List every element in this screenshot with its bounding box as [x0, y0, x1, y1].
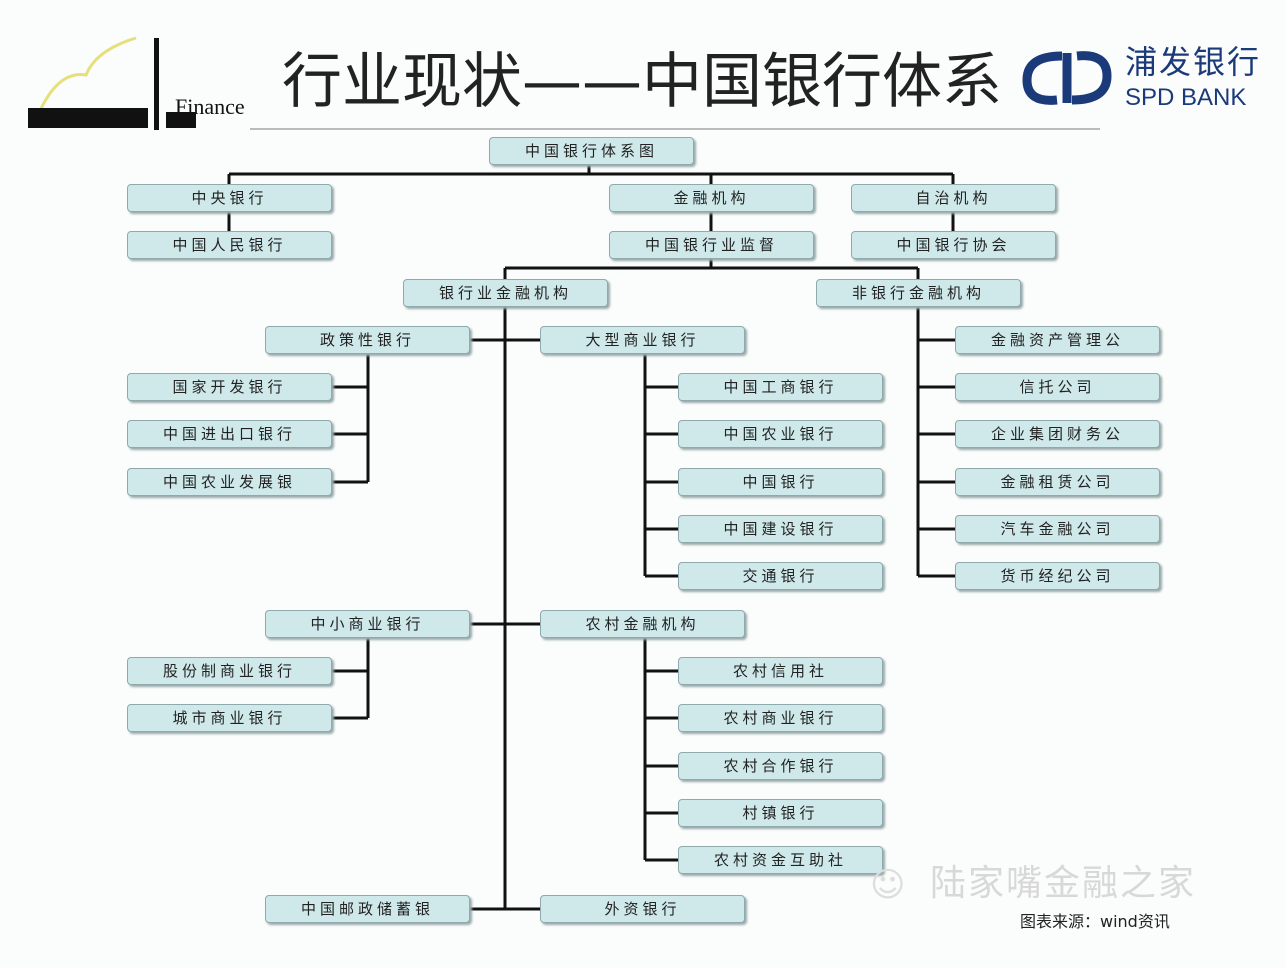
header-divider [250, 128, 1100, 130]
node-banking-fi: 银行业金融机构 [403, 279, 608, 307]
node-policy-bank: 国家开发银行 [127, 373, 332, 401]
node-policy-banks: 政策性银行 [265, 326, 470, 354]
node-nonbank: 汽车金融公司 [955, 515, 1160, 543]
node-nonbank: 金融资产管理公 [955, 326, 1160, 354]
node-policy-bank: 中国农业发展银 [127, 468, 332, 496]
node-nonbank: 金融租赁公司 [955, 468, 1160, 496]
node-nonbank: 企业集团财务公 [955, 420, 1160, 448]
node-pboc: 中国人民银行 [127, 231, 332, 259]
watermark: 陆家嘴金融之家 [930, 863, 1197, 904]
node-rural-fi: 农村金融机构 [540, 610, 745, 638]
page-title: 行业现状——中国银行体系 [282, 47, 1002, 117]
node-large-bank: 交通银行 [678, 562, 883, 590]
node-financial-institutions: 金融机构 [609, 184, 814, 212]
node-postal: 中国邮政储蓄银 [265, 895, 470, 923]
logo-text: Finance [175, 94, 245, 119]
node-cba: 中国银行协会 [851, 231, 1056, 259]
node-sme-bank: 股份制商业银行 [127, 657, 332, 685]
node-cbrc: 中国银行业监督 [609, 231, 814, 259]
node-rural: 村镇银行 [678, 799, 883, 827]
node-foreign: 外资银行 [540, 895, 745, 923]
bank-name-cn: 浦发银行 [1125, 43, 1262, 81]
wechat-icon: ☺ [870, 865, 906, 905]
node-rural: 农村资金互助社 [678, 846, 883, 874]
node-central-bank: 中央银行 [127, 184, 332, 212]
node-large-bank: 中国建设银行 [678, 515, 883, 543]
spd-bank-logo-icon [1022, 51, 1112, 105]
node-large-commercial: 大型商业银行 [540, 326, 745, 354]
node-sme-banks: 中小商业银行 [265, 610, 470, 638]
node-policy-bank: 中国进出口银行 [127, 420, 332, 448]
node-root: 中国银行体系图 [489, 137, 694, 165]
node-nonbank: 信托公司 [955, 373, 1160, 401]
node-sme-bank: 城市商业银行 [127, 704, 332, 732]
node-large-bank: 中国农业银行 [678, 420, 883, 448]
node-rural: 农村商业银行 [678, 704, 883, 732]
node-rural: 农村信用社 [678, 657, 883, 685]
node-non-bank-fi: 非银行金融机构 [816, 279, 1021, 307]
node-self-regulatory: 自治机构 [851, 184, 1056, 212]
node-rural: 农村合作银行 [678, 752, 883, 780]
source-note: 图表来源：wind资讯 [1020, 912, 1170, 931]
node-nonbank: 货币经纪公司 [955, 562, 1160, 590]
node-large-bank: 中国工商银行 [678, 373, 883, 401]
node-large-bank: 中国银行 [678, 468, 883, 496]
bank-name-en: SPD BANK [1125, 84, 1247, 111]
finance-house-logo [28, 36, 196, 130]
